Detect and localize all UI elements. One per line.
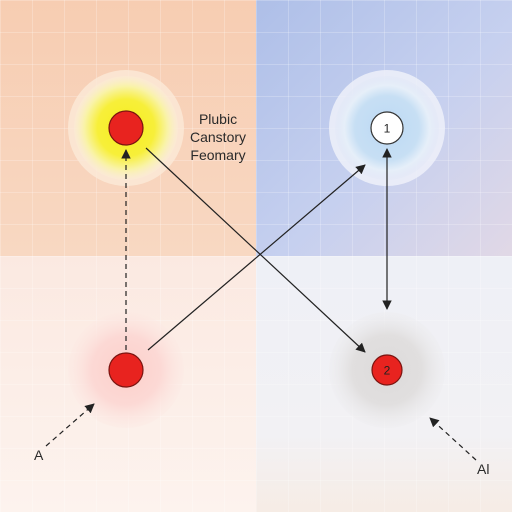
- node-2-label: 2: [384, 364, 391, 378]
- caption-line-2: Canstory: [190, 129, 247, 145]
- corner-label-al: Al: [477, 461, 490, 477]
- node-top-left-core: [108, 110, 144, 146]
- corner-label-a: A: [34, 447, 44, 463]
- node-bottom-left-core: [108, 352, 144, 388]
- caption-line-3: Feomary: [190, 147, 246, 163]
- caption-block: Plubic Canstory Feomary: [190, 110, 246, 164]
- arrow-topleft-to-node-2: [145, 147, 366, 353]
- node-1-core: [370, 111, 404, 145]
- node-1: 1: [329, 70, 445, 186]
- node-2: 2: [329, 312, 445, 428]
- arrow-bottomleft-to-node-1: [147, 164, 366, 351]
- dashed-arrow-al: [429, 417, 477, 461]
- dashed-arrow-a: [45, 403, 95, 447]
- node-1-label: 1: [384, 122, 391, 136]
- caption-line-1: Plubic: [198, 111, 238, 127]
- node-2-core: [371, 354, 403, 386]
- node-bottom-left: [68, 312, 184, 428]
